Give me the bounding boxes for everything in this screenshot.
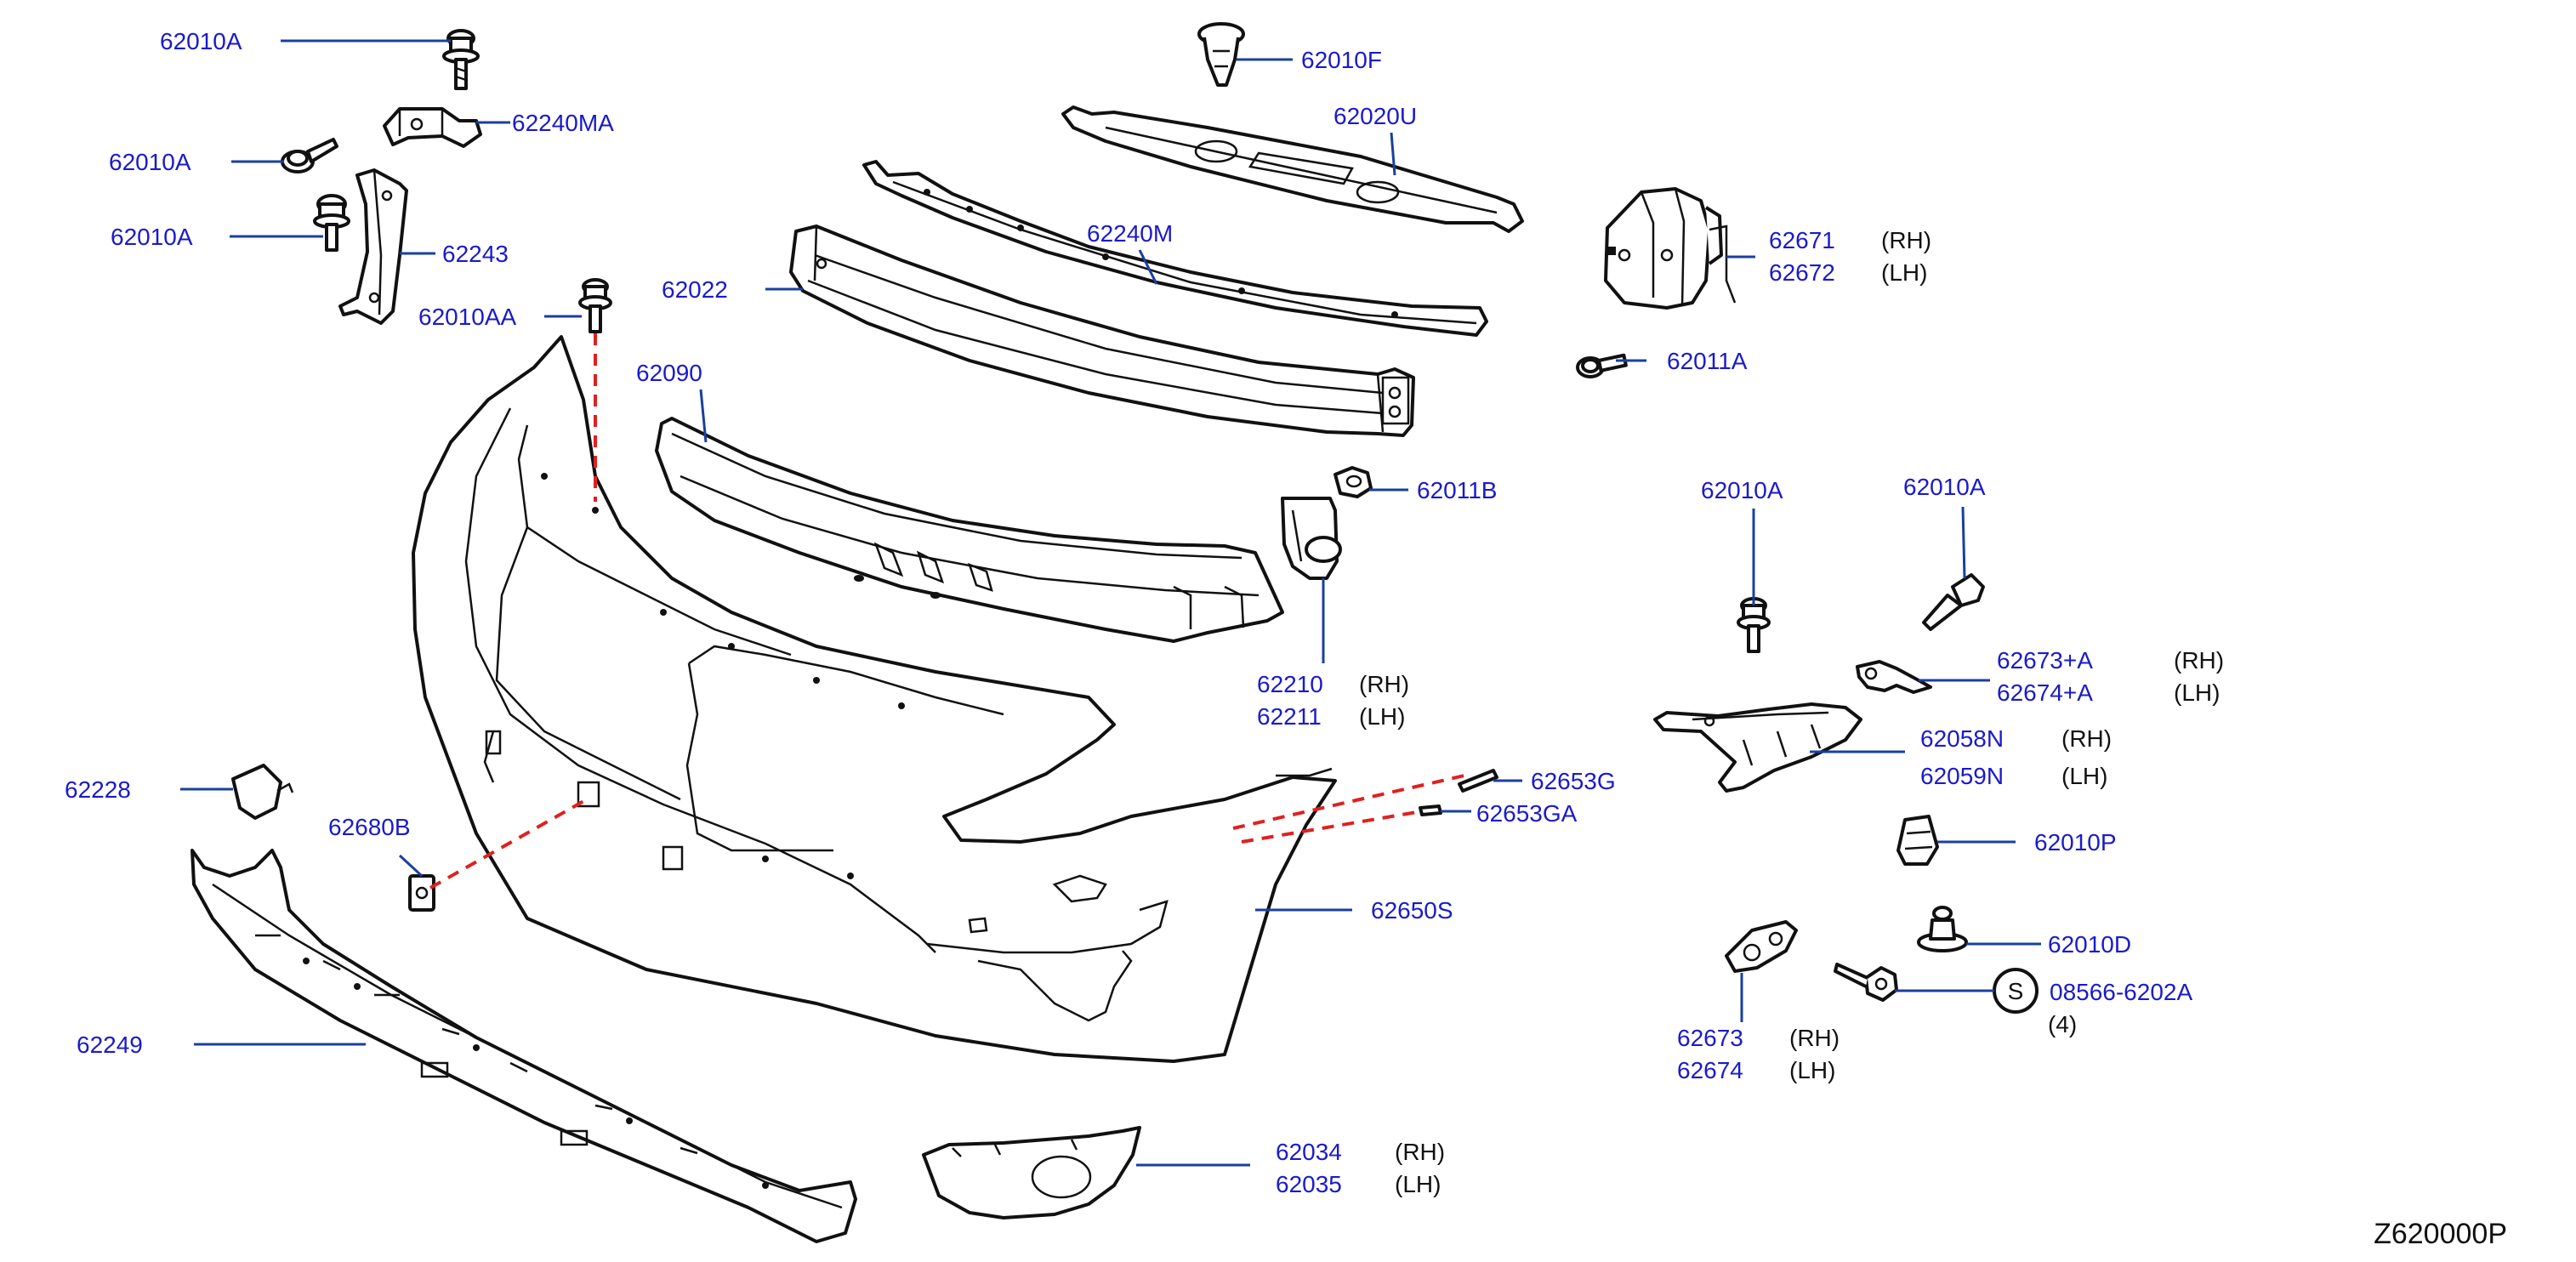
bolt-62010a-lower <box>313 194 350 252</box>
label-p33[interactable]: 62673 <box>1677 1025 1743 1051</box>
leader-lines <box>180 39 2041 1167</box>
clip-62010p <box>1896 815 1939 866</box>
label-p15[interactable]: 62011B <box>1417 477 1497 503</box>
label-p7[interactable]: 62010F <box>1301 47 1382 73</box>
label-p12[interactable]: 62671 <box>1769 227 1835 253</box>
label-p31-qty: (4) <box>2048 1011 2077 1037</box>
label-p30[interactable]: 62010D <box>2048 931 2131 958</box>
label-p18[interactable]: 62010A <box>1701 477 1783 503</box>
label-p21-side: (LH) <box>2174 679 2220 706</box>
label-p5[interactable]: 62243 <box>442 241 509 267</box>
label-p34-side: (LH) <box>1789 1057 1835 1083</box>
sensor-62671 <box>1604 187 1737 310</box>
bolt-62010a-right-2 <box>1922 573 1985 631</box>
label-p1[interactable]: 62010A <box>160 28 242 54</box>
label-p36-side: (LH) <box>1395 1171 1441 1197</box>
label-p20-side: (RH) <box>2174 647 2224 674</box>
bracket-62210 <box>1281 497 1342 580</box>
bumper-fascia-62650s <box>412 335 1337 1063</box>
label-p35-side: (RH) <box>1395 1139 1445 1165</box>
label-p28[interactable]: 62010P <box>2034 829 2117 856</box>
label-p27[interactable]: 62680B <box>328 814 411 840</box>
label-p19[interactable]: 62010A <box>1903 474 1986 500</box>
screw-symbol-text: S <box>2008 978 2024 1004</box>
label-p25[interactable]: 62653GA <box>1476 800 1578 827</box>
label-p31[interactable]: 08566-6202A <box>2050 979 2192 1005</box>
grommet-62010d <box>1917 906 1968 952</box>
label-p11[interactable]: 62090 <box>636 360 702 386</box>
diagram-code: Z620000P <box>2374 1218 2507 1250</box>
beam-62022 <box>789 225 1415 437</box>
reinforcement-62240m <box>862 160 1488 337</box>
bracket-62673 <box>1725 920 1798 973</box>
rivet-62653g <box>1458 769 1498 793</box>
label-p3[interactable]: 62010A <box>109 149 191 175</box>
clip-62680b <box>408 874 435 912</box>
bolt-62011a <box>1576 353 1628 378</box>
label-p23[interactable]: 62059N <box>1920 763 2004 789</box>
label-p6[interactable]: 62010AA <box>418 304 517 330</box>
label-p13-side: (LH) <box>1881 259 1927 286</box>
label-p13[interactable]: 62672 <box>1769 259 1835 286</box>
cap-62228 <box>231 764 294 820</box>
screw-symbol-icon: S <box>1993 968 2039 1014</box>
cover-62020u <box>1061 105 1524 233</box>
foglamp-cover-62034 <box>922 1126 1141 1219</box>
label-p10[interactable]: 62022 <box>662 276 728 303</box>
label-p9[interactable]: 62240M <box>1087 220 1173 247</box>
bolt-62010a-right-1 <box>1737 597 1771 653</box>
label-p17-side: (LH) <box>1359 703 1405 730</box>
clip-62010f <box>1197 22 1245 87</box>
label-p16-side: (RH) <box>1359 671 1409 697</box>
label-p22-side: (RH) <box>2061 725 2112 752</box>
bracket-62058n <box>1653 702 1862 793</box>
label-p23-side: (LH) <box>2061 763 2107 789</box>
label-p32[interactable]: 62249 <box>77 1032 143 1058</box>
label-p29[interactable]: 62650S <box>1371 897 1453 924</box>
label-p12-side: (RH) <box>1881 227 1931 253</box>
label-p36[interactable]: 62035 <box>1276 1171 1342 1197</box>
bracket-62243 <box>338 168 408 325</box>
bolt-62010aa <box>578 278 612 333</box>
label-p22[interactable]: 62058N <box>1920 725 2004 752</box>
label-p20[interactable]: 62673+A <box>1997 647 2093 674</box>
label-p33-side: (RH) <box>1789 1025 1840 1051</box>
spoiler-62249 <box>190 849 857 1243</box>
label-p8[interactable]: 62020U <box>1333 103 1417 129</box>
label-p26[interactable]: 62228 <box>65 776 131 803</box>
part-labels: 62010A 62240MA 62010A 62010A 62243 62010… <box>65 28 2507 1250</box>
label-p34[interactable]: 62674 <box>1677 1057 1743 1083</box>
rivet-62653ga <box>1419 804 1442 816</box>
absorber-62090 <box>655 417 1284 643</box>
bolt-62010a-middle <box>281 138 338 173</box>
screw-08566-6202a <box>1834 963 1898 1002</box>
label-p14[interactable]: 62011A <box>1667 348 1748 374</box>
label-p21[interactable]: 62674+A <box>1997 679 2093 706</box>
label-p24[interactable]: 62653G <box>1531 768 1616 794</box>
bolt-62010a-top <box>442 29 480 90</box>
label-p16[interactable]: 62210 <box>1257 671 1323 697</box>
nut-62011b <box>1333 466 1373 498</box>
label-p2[interactable]: 62240MA <box>512 110 614 136</box>
bracket-62240ma <box>383 107 482 148</box>
clip-62673a <box>1856 660 1932 694</box>
label-p4[interactable]: 62010A <box>111 224 193 250</box>
label-p35[interactable]: 62034 <box>1276 1139 1342 1165</box>
dashed-connection-lines <box>429 333 1465 890</box>
label-p17[interactable]: 62211 <box>1257 703 1322 730</box>
